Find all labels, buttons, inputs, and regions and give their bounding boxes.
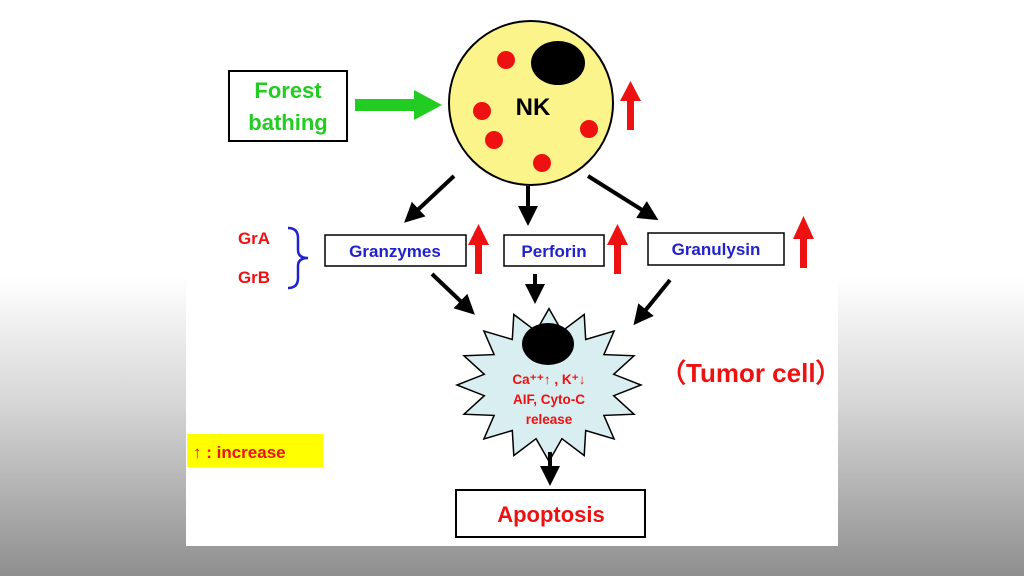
granule-icon — [580, 120, 598, 138]
apoptosis-box: Apoptosis — [455, 489, 646, 538]
tumor-release-factors: AIF, Cyto-C — [513, 392, 585, 407]
granzymes-label: Granzymes — [349, 242, 441, 261]
granule-icon — [533, 154, 551, 172]
green-arrow-icon — [355, 90, 442, 120]
increase-arrow-icon — [620, 81, 641, 130]
increase-arrow-icon — [607, 224, 628, 274]
tumor-cell: Ca⁺⁺↑ , K⁺↓ AIF, Cyto-C release — [454, 307, 644, 463]
nucleus-icon — [522, 323, 574, 365]
legend: ↑ : increase — [187, 434, 323, 467]
increase-arrow-icon — [468, 224, 489, 274]
increase-arrow-icon — [793, 216, 814, 268]
perforin-label: Perforin — [521, 242, 586, 261]
apoptosis-label: Apoptosis — [497, 502, 605, 527]
granulysin-label: Granulysin — [672, 240, 761, 259]
arrow-granzymes-tumor — [430, 272, 475, 315]
forest-bathing-line2: bathing — [248, 110, 327, 135]
granulysin-box: Granulysin — [647, 232, 785, 266]
nk-cell: NK — [448, 20, 614, 186]
nucleus-icon — [531, 41, 585, 85]
tumor-cell-label: （Tumor cell） — [660, 358, 842, 388]
granule-icon — [497, 51, 515, 69]
arrow-nk-granulysin — [586, 174, 659, 221]
forest-bathing-box: Forest bathing — [228, 70, 348, 142]
forest-bathing-line1: Forest — [254, 78, 322, 103]
nk-label: NK — [516, 94, 551, 121]
brace-icon — [287, 226, 309, 290]
grb-label: GrB — [238, 268, 270, 287]
granzymes-box: Granzymes — [324, 234, 467, 267]
perforin-box: Perforin — [503, 234, 605, 267]
tumor-release-text: release — [526, 412, 573, 427]
tumor-ion-text: Ca⁺⁺↑ , K⁺↓ — [512, 372, 585, 387]
arrow-granulysin-tumor — [633, 278, 672, 326]
legend-text: ↑ : increase — [193, 443, 286, 462]
arrow-nk-granzymes — [404, 174, 456, 223]
granule-icon — [473, 102, 491, 120]
gra-label: GrA — [238, 229, 270, 248]
granule-icon — [485, 131, 503, 149]
